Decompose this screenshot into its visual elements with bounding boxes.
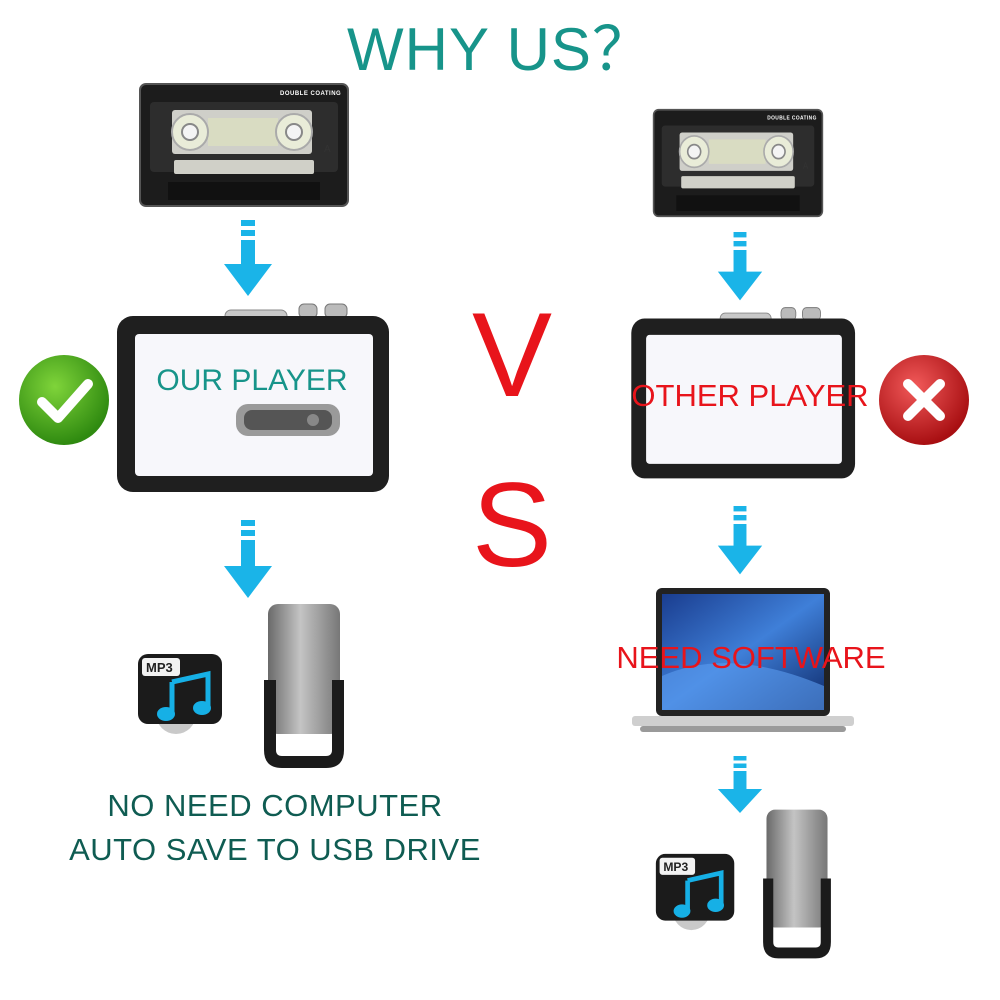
other-player-label: OTHER PLAYER bbox=[631, 378, 869, 413]
our-player-label: OUR PLAYER bbox=[156, 364, 348, 397]
cassette-player-image bbox=[631, 307, 856, 479]
vs-letter-s: S bbox=[471, 458, 553, 592]
laptop-image bbox=[632, 588, 854, 732]
cassette-tape-image: DOUBLE COATING A bbox=[652, 108, 824, 218]
cassette-coating-text: DOUBLE COATING bbox=[767, 115, 817, 121]
usb-drive-image bbox=[264, 604, 344, 768]
need-software-label: NEED SOFTWARE bbox=[616, 640, 886, 675]
arrow-down-icon bbox=[717, 756, 763, 813]
cross-icon bbox=[879, 355, 969, 445]
cassette-player-image bbox=[117, 303, 389, 492]
cassette-tape-image: DOUBLE COATING A bbox=[139, 83, 349, 207]
mp3-music-icon: MP3 bbox=[138, 654, 222, 734]
checkmark-icon bbox=[19, 355, 109, 445]
cassette-side-text: A bbox=[803, 161, 809, 171]
page-title: WHY US？ bbox=[347, 16, 653, 83]
caption-line-1: NO NEED COMPUTER bbox=[107, 788, 443, 823]
arrow-down-icon bbox=[224, 520, 272, 598]
cassette-coating-text: DOUBLE COATING bbox=[280, 91, 341, 97]
vs-letter-v: V bbox=[471, 288, 553, 422]
caption-line-2: AUTO SAVE TO USB DRIVE bbox=[69, 832, 481, 867]
arrow-down-icon bbox=[224, 220, 272, 296]
cassette-side-text: A bbox=[324, 144, 331, 155]
mp3-music-icon: MP3 bbox=[655, 853, 735, 931]
mp3-badge-text: MP3 bbox=[663, 860, 688, 874]
mp3-badge-text: MP3 bbox=[146, 660, 173, 675]
usb-drive-image bbox=[763, 809, 831, 959]
arrow-down-icon bbox=[717, 232, 763, 301]
arrow-down-icon bbox=[717, 506, 763, 575]
